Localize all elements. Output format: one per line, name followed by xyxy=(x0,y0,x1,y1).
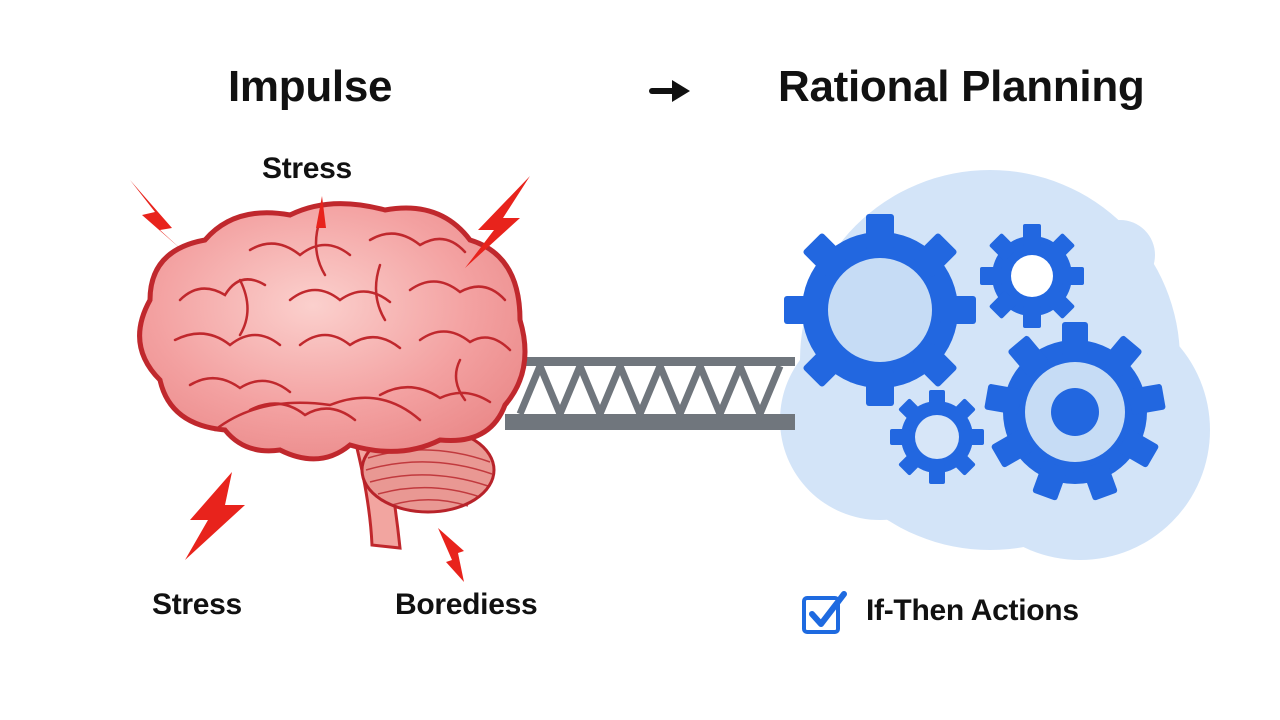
stress-label-bottom: Stress xyxy=(152,588,242,621)
gear-large-right xyxy=(984,322,1166,501)
gear-large-left xyxy=(784,214,976,406)
if-then-actions-label: If-Then Actions xyxy=(866,594,1079,627)
impulse-title: Impulse xyxy=(228,62,393,111)
bridge-truss-icon xyxy=(505,356,795,430)
right-arrow-icon xyxy=(649,80,690,102)
gear-small-top xyxy=(980,224,1084,328)
rational-planning-title: Rational Planning xyxy=(778,62,1145,111)
checkbox-checked-icon xyxy=(802,591,847,634)
gear-small-bottom xyxy=(890,390,984,484)
gears-icon xyxy=(784,214,1166,501)
stress-label-top: Stress xyxy=(262,152,352,185)
boredom-label: Borediess xyxy=(395,588,538,621)
lightning-bolt-icon xyxy=(130,176,530,582)
brain-icon xyxy=(137,201,528,550)
